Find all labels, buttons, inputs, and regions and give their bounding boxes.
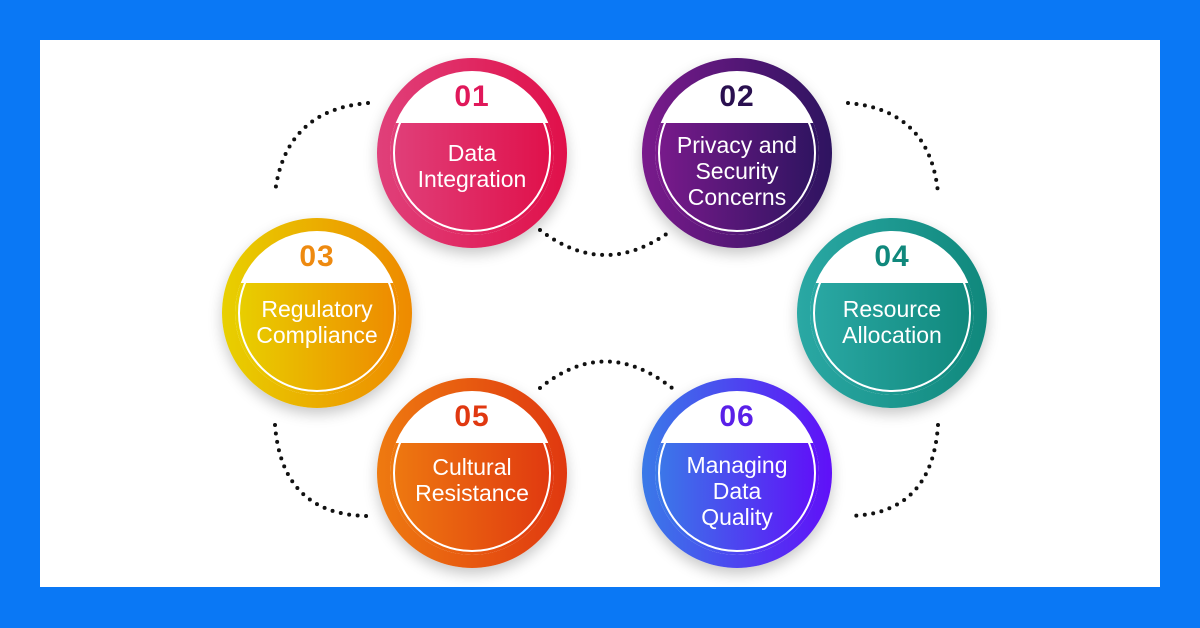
white-ring	[658, 74, 816, 232]
step-number: 05	[454, 400, 490, 433]
step-number: 03	[299, 240, 335, 273]
step-number: 06	[719, 400, 755, 433]
step-number: 04	[874, 240, 910, 273]
white-ring	[393, 74, 551, 232]
white-ring	[238, 234, 396, 392]
step-number: 02	[719, 80, 755, 113]
step-circle-04: 04 Resource Allocation	[797, 218, 987, 408]
diagram-panel	[40, 40, 1160, 587]
step-label: Managing Data Quality	[686, 452, 788, 530]
step-label: Resource Allocation	[842, 296, 942, 348]
step-number: 01	[454, 80, 490, 113]
white-ring	[393, 394, 551, 552]
step-circle-05: 05 Cultural Resistance	[377, 378, 567, 568]
step-label: Regulatory Compliance	[256, 296, 378, 348]
step-circle-01: 01 Data Integration	[377, 58, 567, 248]
step-label: Data Integration	[417, 140, 527, 192]
white-ring	[658, 394, 816, 552]
step-circle-03: 03 Regulatory Compliance	[222, 218, 412, 408]
step-circle-06: 06 Managing Data Quality	[642, 378, 832, 568]
white-ring	[813, 234, 971, 392]
step-label: Privacy and Security Concerns	[676, 132, 798, 210]
step-label: Cultural Resistance	[415, 454, 529, 506]
step-circle-02: 02 Privacy and Security Concerns	[642, 58, 832, 248]
